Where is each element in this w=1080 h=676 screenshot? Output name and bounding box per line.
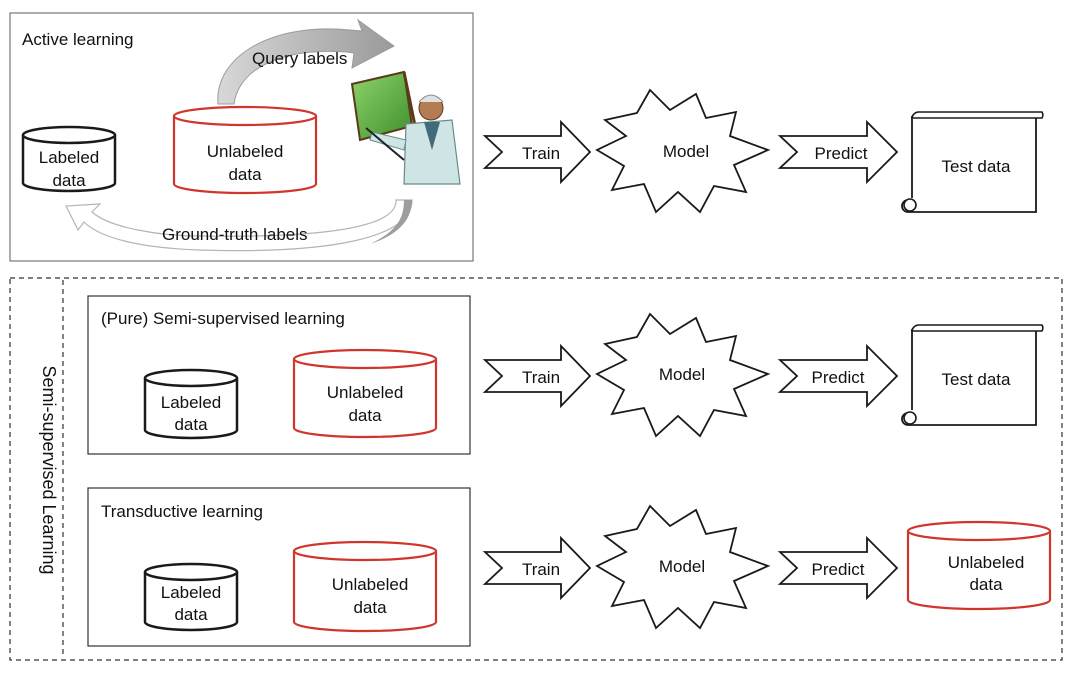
test-data-scroll: Test data	[901, 111, 1044, 213]
teacher-oracle-illustration	[350, 70, 461, 185]
transductive-labeled-line2: data	[174, 605, 208, 624]
predict-arrow: Predict	[777, 119, 899, 185]
test-data-label: Test data	[942, 370, 1012, 389]
pure-ssl-panel: (Pure) Semi-supervised learning Labeled …	[87, 295, 471, 455]
predict-label: Predict	[812, 560, 865, 579]
transductive-title: Transductive learning	[101, 502, 263, 521]
model-burst: Model	[595, 312, 771, 438]
train-label: Train	[522, 560, 560, 579]
model-label: Model	[659, 365, 705, 384]
active-learning-panel: Active learning Labeled data Unlabeled d…	[9, 12, 474, 262]
unlabeled-label-line2: data	[228, 165, 262, 184]
pure-labeled-line2: data	[174, 415, 208, 434]
train-arrow: Train	[482, 535, 592, 601]
pure-ssl-title: (Pure) Semi-supervised learning	[101, 309, 345, 328]
pure-unlabeled-line2: data	[348, 406, 382, 425]
semi-supervised-panel: Semi-supervised Learning	[9, 277, 1063, 661]
transductive-pipeline: Train Model Predict Unlabeled data	[482, 504, 1052, 630]
ground-truth-arrow: Ground-truth labels	[65, 199, 413, 252]
train-arrow: Train	[482, 119, 592, 185]
test-data-label: Test data	[942, 157, 1012, 176]
predict-label: Predict	[812, 368, 865, 387]
labeled-label-line1: Labeled	[39, 148, 100, 167]
pure-labeled-cylinder: Labeled data	[143, 368, 239, 440]
model-label: Model	[663, 142, 709, 161]
transductive-unlabeled-cylinder: Unlabeled data	[292, 540, 438, 633]
pure-labeled-line1: Labeled	[161, 393, 222, 412]
labeled-data-cylinder: Labeled data	[21, 125, 117, 193]
unlabeled-data-cylinder: Unlabeled data	[172, 105, 318, 195]
model-label: Model	[659, 557, 705, 576]
unlabeled-label-line1: Unlabeled	[207, 142, 284, 161]
model-burst: Model	[595, 504, 771, 630]
output-unlabeled-line1: Unlabeled	[948, 553, 1025, 572]
train-label: Train	[522, 368, 560, 387]
transductive-unlabeled-line2: data	[353, 598, 387, 617]
train-label: Train	[522, 144, 560, 163]
pure-unlabeled-cylinder: Unlabeled data	[292, 348, 438, 439]
predict-label: Predict	[815, 144, 868, 163]
query-labels-arrow: Query labels	[217, 18, 395, 105]
pure-unlabeled-line1: Unlabeled	[327, 383, 404, 402]
transductive-labeled-cylinder: Labeled data	[143, 562, 239, 632]
output-unlabeled-line2: data	[969, 575, 1003, 594]
transductive-panel: Transductive learning Labeled data Unlab…	[87, 487, 471, 647]
labeled-label-line2: data	[52, 171, 86, 190]
model-burst: Model	[595, 88, 771, 214]
test-data-scroll: Test data	[901, 324, 1044, 426]
train-arrow: Train	[482, 343, 592, 409]
query-labels-text: Query labels	[252, 49, 347, 68]
ground-truth-text: Ground-truth labels	[162, 225, 308, 244]
semi-supervised-learning-title: Semi-supervised Learning	[39, 365, 59, 574]
predict-arrow: Predict	[777, 535, 899, 601]
active-learning-title: Active learning	[22, 30, 134, 49]
unlabeled-data-output-cylinder: Unlabeled data	[906, 520, 1052, 611]
predict-arrow: Predict	[777, 343, 899, 409]
pure-ssl-pipeline: Train Model Predict Test data	[482, 312, 1044, 438]
transductive-labeled-line1: Labeled	[161, 583, 222, 602]
active-pipeline: Train Model Predict Test data	[482, 88, 1044, 214]
transductive-unlabeled-line1: Unlabeled	[332, 575, 409, 594]
